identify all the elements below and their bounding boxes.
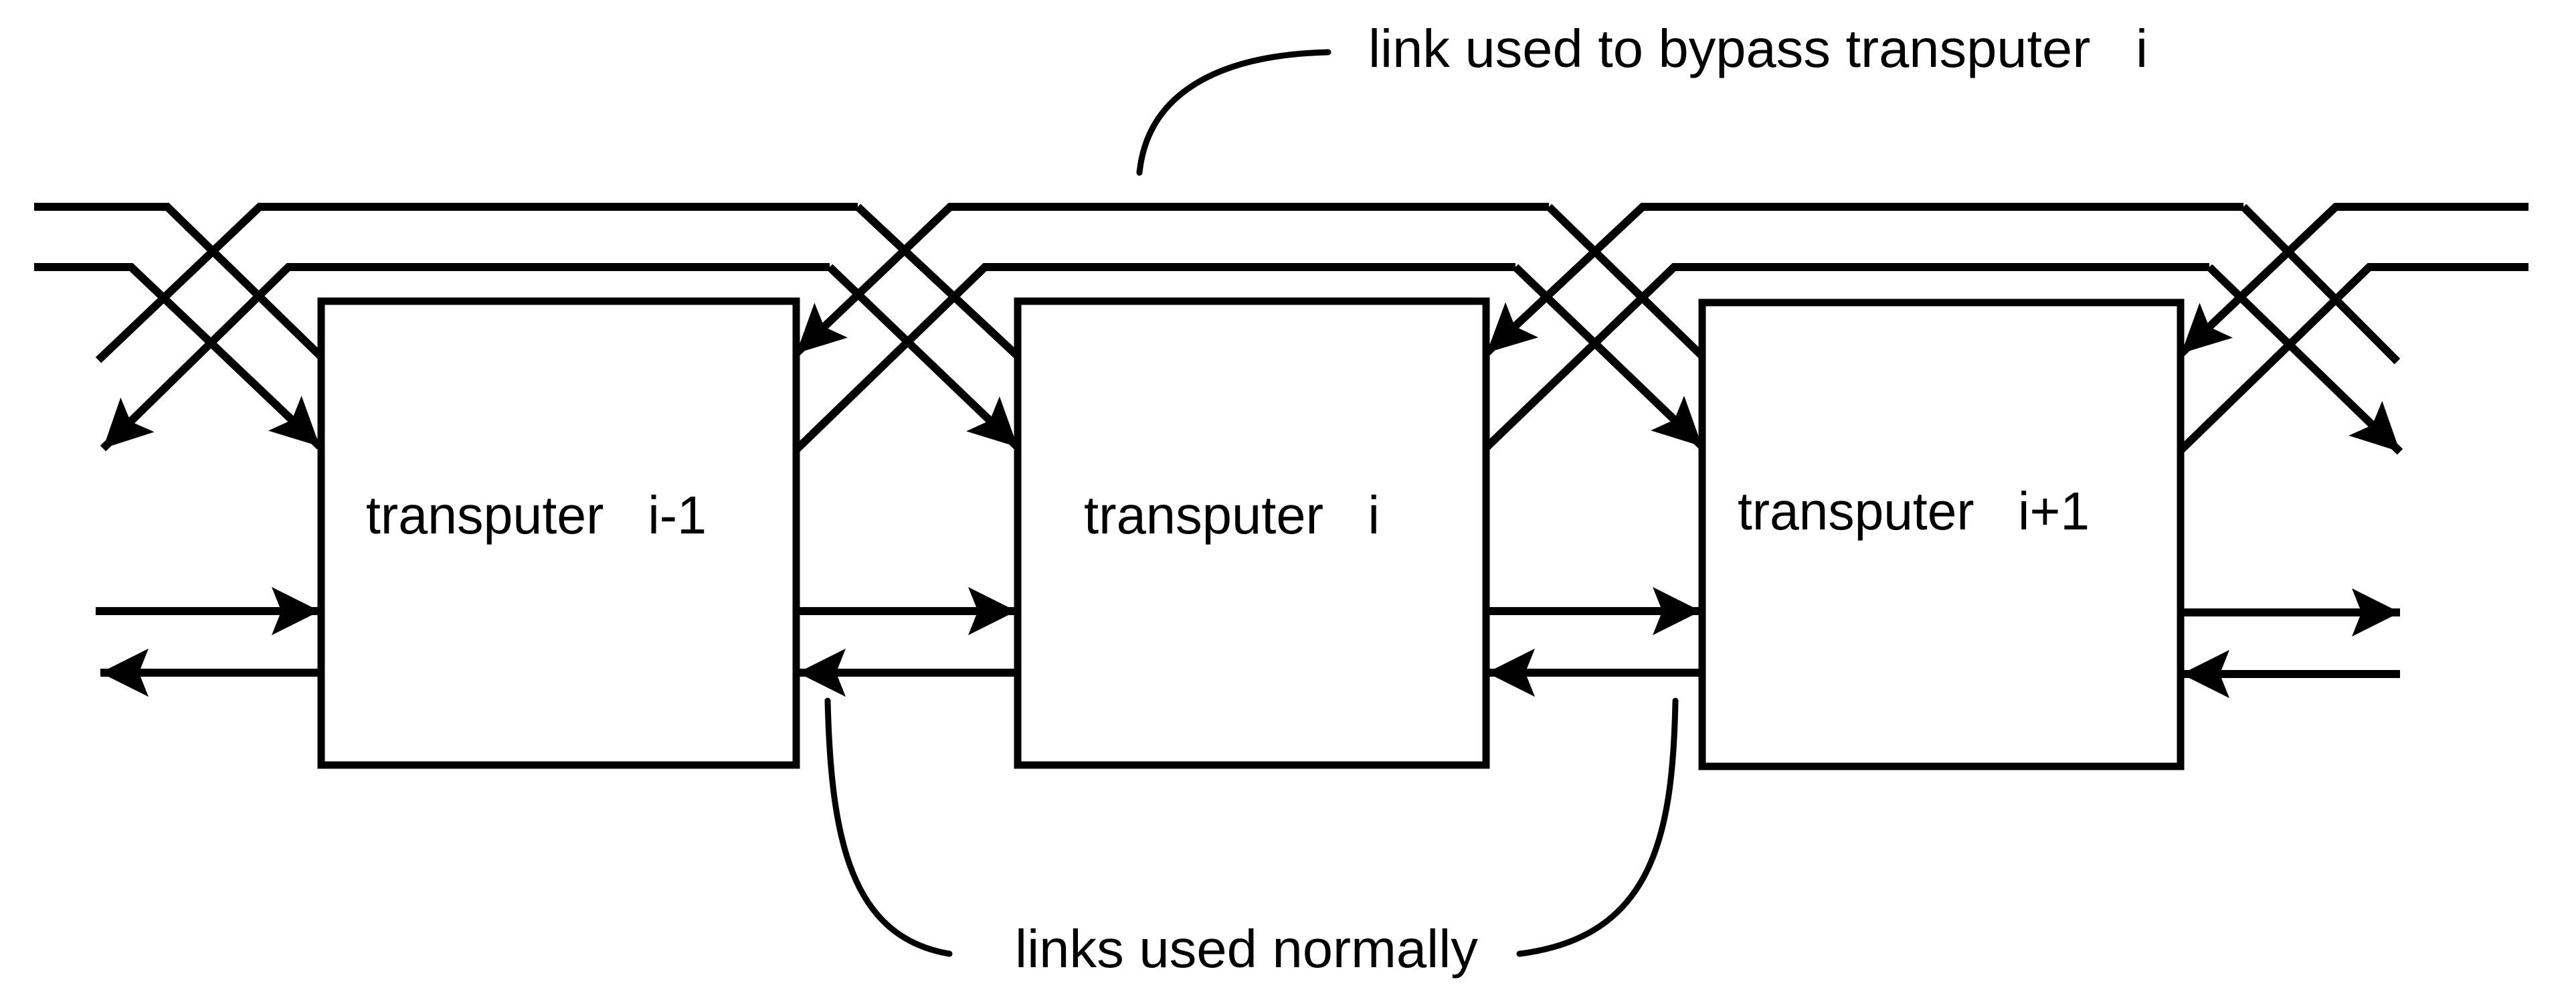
normal-callout-curve-left [824,697,953,957]
bypass-callout-curve [1136,49,1331,176]
bypass-link-right-top-out [2178,203,2528,357]
bypass-link-left-second-out [100,263,830,452]
transputer-box-i [1014,297,1490,769]
transputer-box-i-plus-1 [1698,299,2185,770]
transputer-label-i-plus-1: transputer i+1 [1738,481,2090,541]
transputer-label-i: transputer i [1084,485,1380,545]
bypass-link-gap2-top-out [1483,203,2243,356]
bypass-link-right-top-in [2240,203,2401,365]
normal-callout-curve-right [1516,697,1679,957]
bypass-link-left-top-out [95,203,858,363]
bypass-annotation: link used to bypass transputer i [1368,19,2148,78]
bypass-link-gap2-second-in [1512,264,1706,450]
bypass-link-gap2-second-out [1483,263,2209,450]
bypass-link-left-top-in [34,203,325,360]
transputer-box-i-minus-1 [317,297,800,769]
normal-annotation: links used normally [1015,919,1478,979]
bypass-link-left-second-in [34,263,323,450]
transputer-label-i-minus-1: transputer i-1 [366,485,707,545]
bypass-link-gap2-top-in [1546,203,1706,360]
bypass-link-gap1-second-out [793,263,1515,453]
bypass-link-gap1-top-in [854,203,1022,360]
bypass-link-right-second-out [2178,263,2528,453]
bypass-link-gap1-top-out [793,203,1549,357]
